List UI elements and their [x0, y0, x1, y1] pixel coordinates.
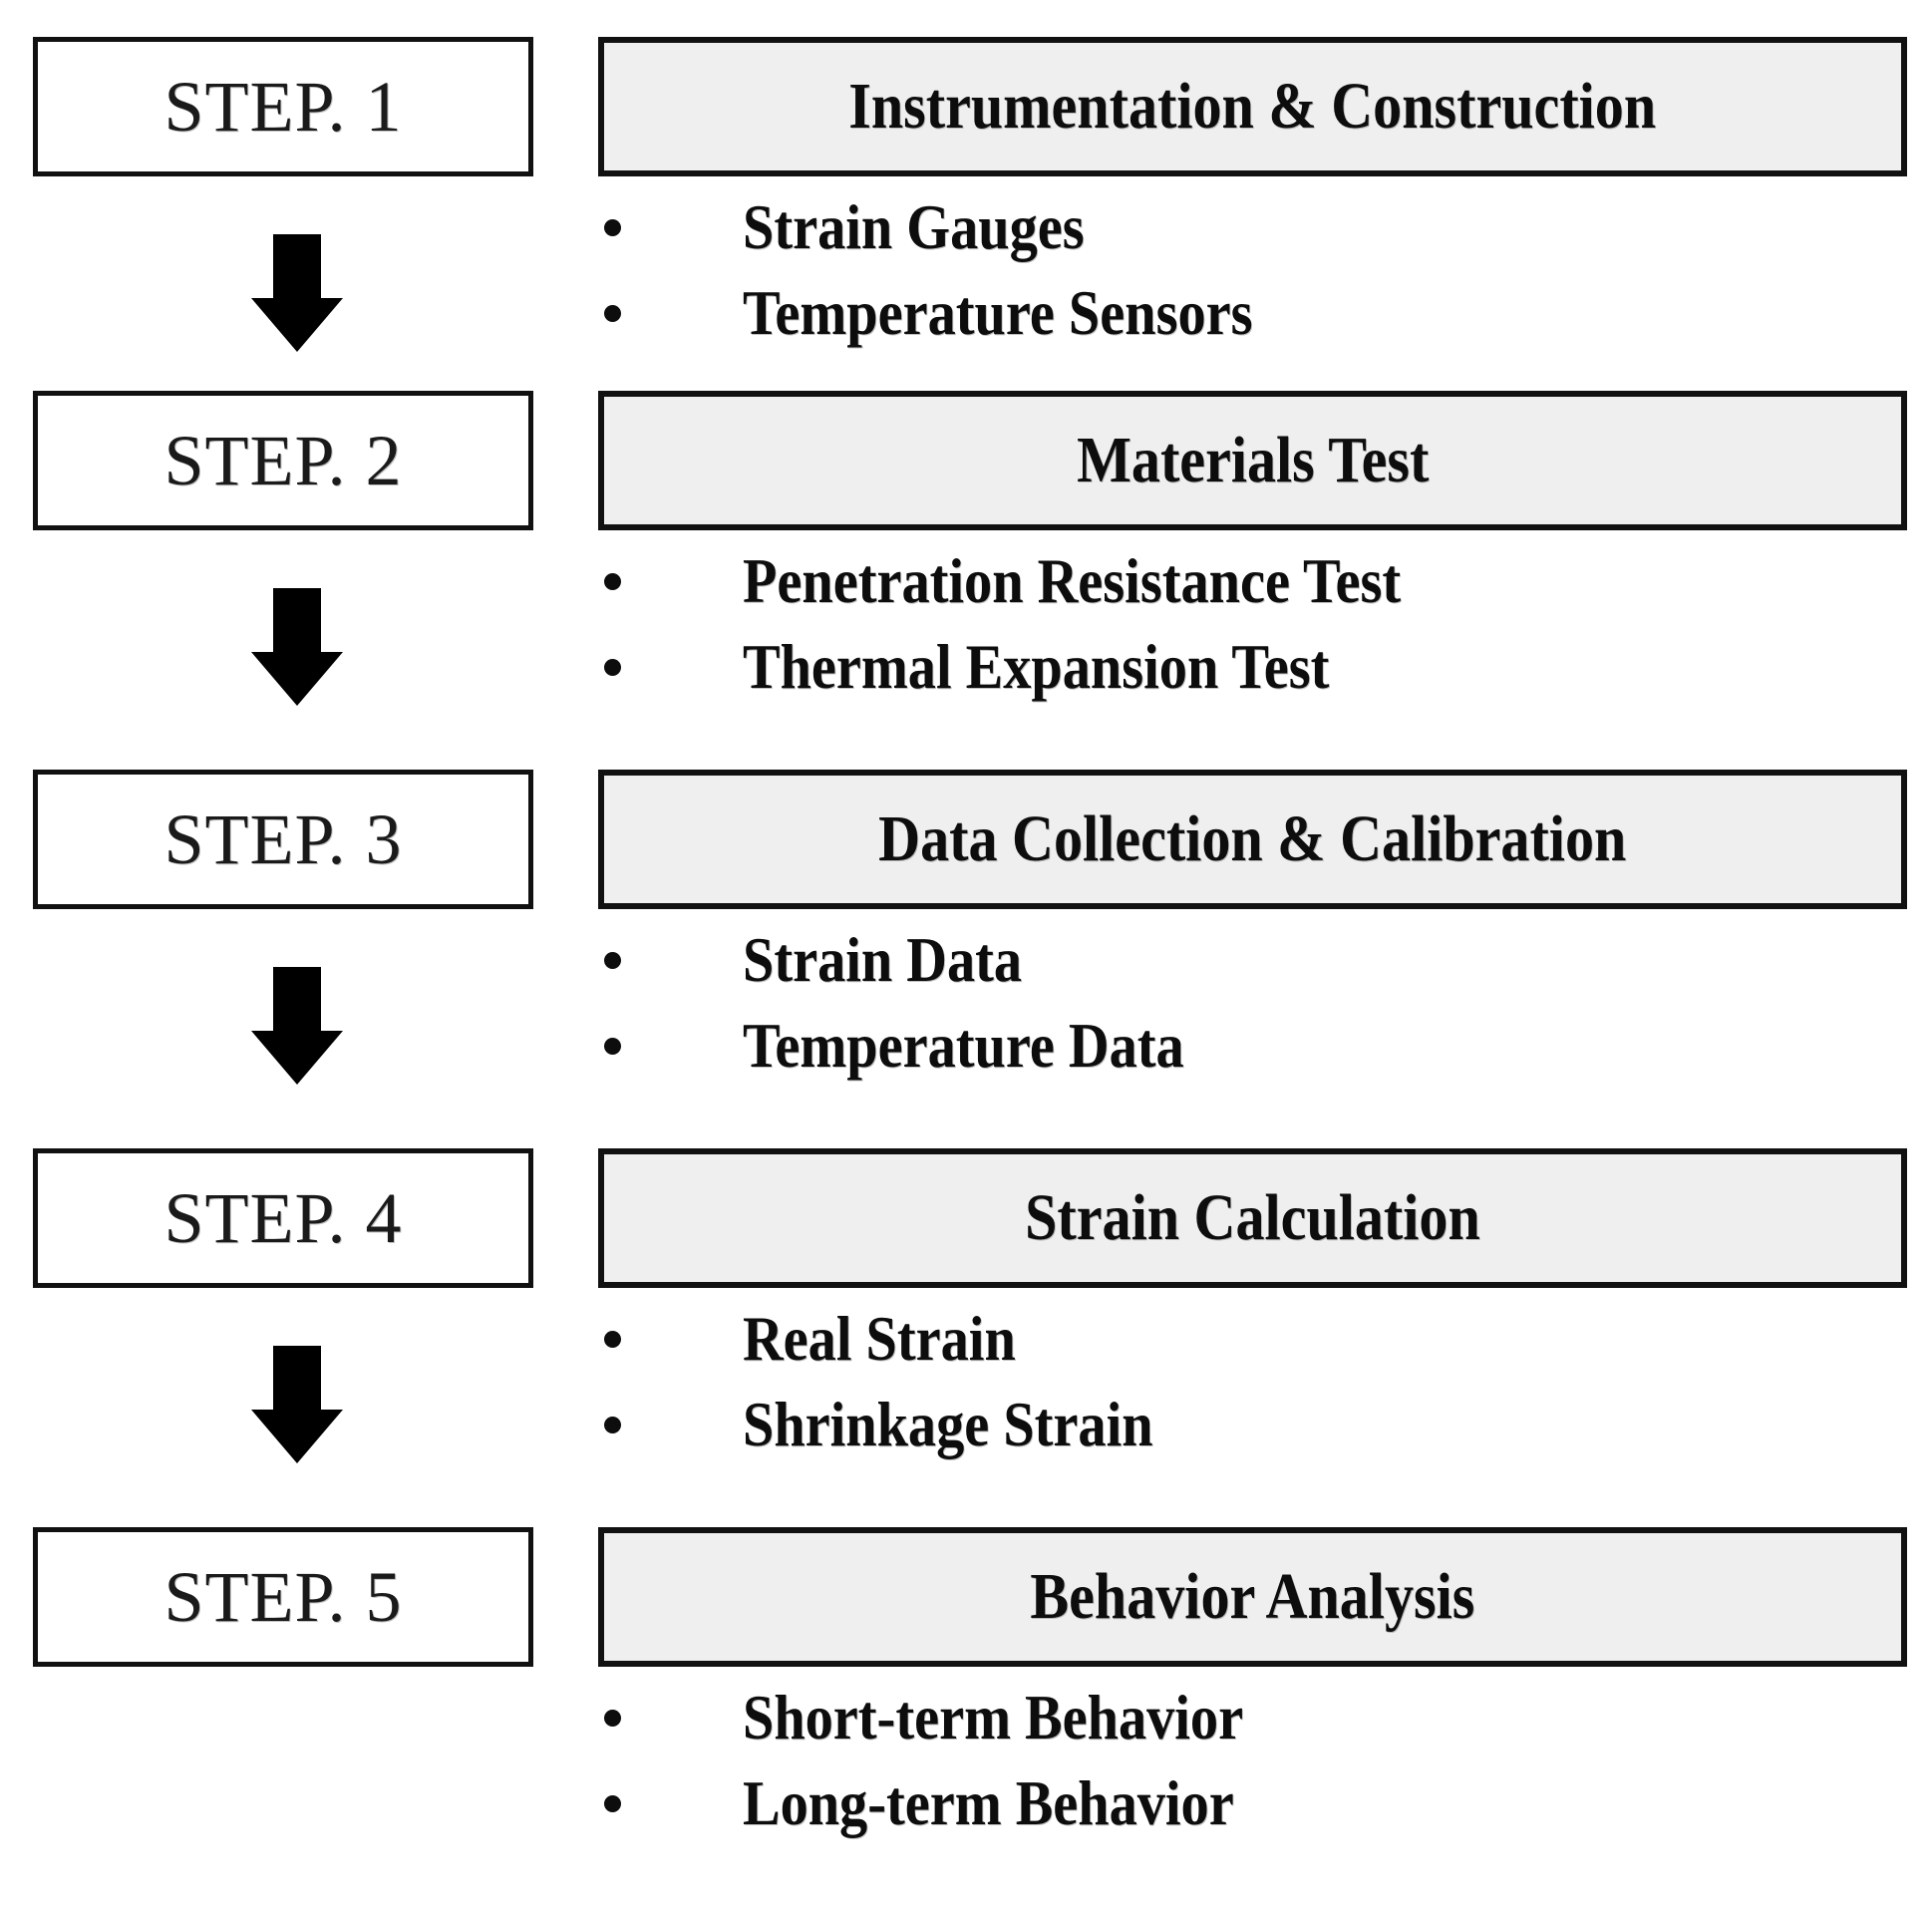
list-item: Long-term Behavior [598, 1760, 1907, 1846]
step-box-label-4: STEP. 4 [163, 1178, 403, 1258]
bullet-label: Short-term Behavior [743, 1682, 1244, 1752]
bullet-dot-icon [604, 1038, 621, 1055]
bullet-label: Temperature Sensors [743, 277, 1253, 348]
bullet-dot-icon [604, 1331, 621, 1348]
bullet-dot-icon [604, 659, 621, 676]
bullet-dot-icon [604, 573, 621, 590]
bullet-dot-icon [604, 305, 621, 322]
list-item: Real Strain [598, 1296, 1907, 1382]
bullet-label: Strain Data [743, 924, 1023, 995]
bullet-label: Thermal Expansion Test [743, 631, 1330, 702]
bullet-label: Shrinkage Strain [743, 1389, 1153, 1459]
title-box-label-1: Instrumentation & Construction [848, 70, 1657, 143]
title-box-3[interactable]: Data Collection & Calibration [598, 770, 1907, 909]
bullet-list-3: Strain Data Temperature Data [598, 917, 1907, 1089]
bullet-dot-icon [604, 1795, 621, 1812]
list-item: Thermal Expansion Test [598, 624, 1907, 710]
list-item: Strain Gauges [598, 184, 1907, 270]
list-item: Penetration Resistance Test [598, 538, 1907, 624]
list-item: Temperature Sensors [598, 270, 1907, 356]
list-item: Temperature Data [598, 1003, 1907, 1089]
title-box-2[interactable]: Materials Test [598, 391, 1907, 530]
step-box-label-2: STEP. 2 [163, 421, 403, 500]
bullet-label: Long-term Behavior [743, 1767, 1234, 1838]
down-arrow-icon-2 [247, 588, 347, 706]
bullet-label: Strain Gauges [743, 191, 1085, 262]
down-arrow-icon-3 [247, 967, 347, 1085]
step-box-3[interactable]: STEP. 3 [33, 770, 533, 909]
down-arrow-icon-4 [247, 1346, 347, 1463]
bullet-dot-icon [604, 1710, 621, 1727]
list-item: Strain Data [598, 917, 1907, 1003]
bullet-dot-icon [604, 952, 621, 969]
bullet-label: Penetration Resistance Test [743, 545, 1402, 616]
step-box-1[interactable]: STEP. 1 [33, 37, 533, 176]
bullet-dot-icon [604, 219, 621, 236]
step-box-2[interactable]: STEP. 2 [33, 391, 533, 530]
title-box-label-2: Materials Test [1076, 424, 1430, 496]
title-box-4[interactable]: Strain Calculation [598, 1148, 1907, 1288]
bullet-label: Temperature Data [743, 1010, 1184, 1081]
bullet-list-1: Strain Gauges Temperature Sensors [598, 184, 1907, 356]
step-box-label-3: STEP. 3 [163, 799, 403, 879]
title-box-label-4: Strain Calculation [1025, 1181, 1480, 1254]
down-arrow-icon-1 [247, 234, 347, 352]
step-box-4[interactable]: STEP. 4 [33, 1148, 533, 1288]
list-item: Short-term Behavior [598, 1675, 1907, 1760]
step-box-5[interactable]: STEP. 5 [33, 1527, 533, 1667]
title-box-5[interactable]: Behavior Analysis [598, 1527, 1907, 1667]
bullet-list-2: Penetration Resistance Test Thermal Expa… [598, 538, 1907, 710]
title-box-1[interactable]: Instrumentation & Construction [598, 37, 1907, 176]
bullet-dot-icon [604, 1417, 621, 1433]
bullet-list-5: Short-term Behavior Long-term Behavior [598, 1675, 1907, 1846]
title-box-label-3: Data Collection & Calibration [878, 802, 1627, 875]
title-box-label-5: Behavior Analysis [1030, 1560, 1475, 1633]
list-item: Shrinkage Strain [598, 1382, 1907, 1467]
bullet-list-4: Real Strain Shrinkage Strain [598, 1296, 1907, 1467]
step-box-label-1: STEP. 1 [163, 67, 403, 147]
step-box-label-5: STEP. 5 [163, 1557, 403, 1637]
bullet-label: Real Strain [743, 1303, 1016, 1374]
